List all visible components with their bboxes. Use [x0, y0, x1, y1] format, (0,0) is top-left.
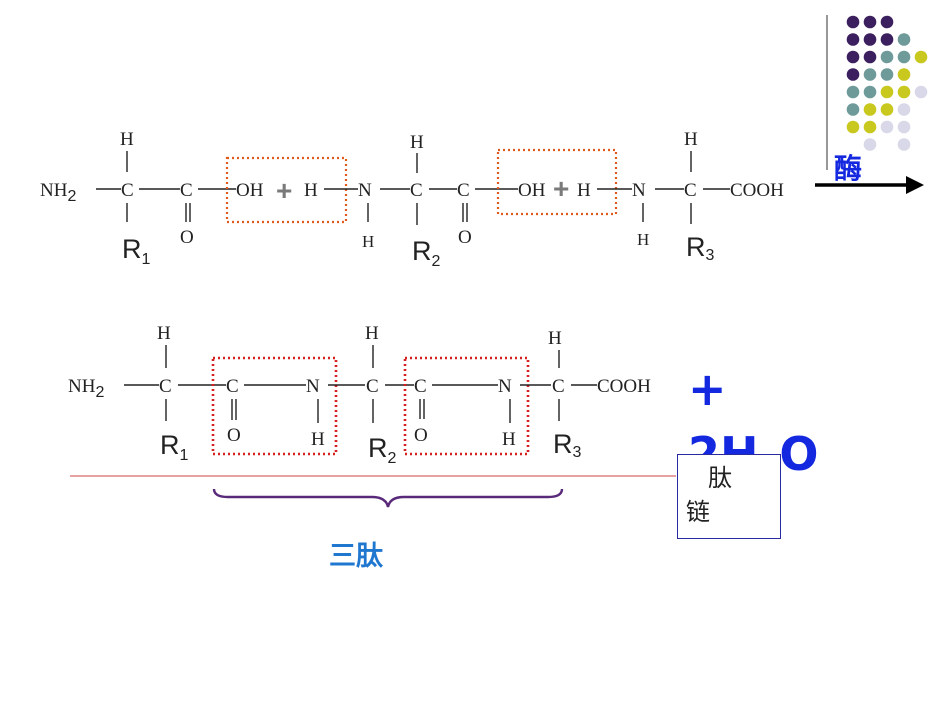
- peptide-bond-box-2: [403, 356, 530, 456]
- decorative-dot-grid: [846, 15, 928, 151]
- decorative-dot: [846, 120, 860, 134]
- decorative-dot: [846, 103, 860, 116]
- aa1-carbonyl-c: C: [180, 180, 193, 201]
- peptide1-h: H: [311, 429, 325, 450]
- water-removal-box-2: [496, 148, 618, 216]
- peptide1-n: N: [306, 376, 320, 397]
- peptide1-o: O: [227, 425, 241, 446]
- product-h3: H: [548, 328, 562, 349]
- aa2-h-left: H: [304, 180, 318, 201]
- water-plus: +: [688, 362, 727, 416]
- decorative-dot: [846, 15, 860, 29]
- decorative-dot: [846, 50, 860, 64]
- aa1-oh: OH: [236, 180, 264, 201]
- aa2-alpha-c: C: [410, 180, 423, 201]
- product-h2: H: [365, 323, 379, 344]
- callout-line-2: 链: [686, 498, 710, 526]
- plus-sign-1: +: [276, 175, 292, 206]
- aa3-cooh: COOH: [730, 180, 784, 201]
- decorative-dot: [863, 138, 877, 151]
- decorative-dot: [897, 85, 911, 99]
- decorative-dot: [846, 33, 860, 46]
- decorative-dot: [897, 120, 911, 134]
- top-reaction: NH2 C H R1 C O OH + H N H C H R2 C O OH: [40, 129, 924, 270]
- peptide2-c: C: [414, 376, 427, 397]
- product-c3: C: [552, 376, 565, 397]
- product-r2: R2: [368, 433, 397, 467]
- decorative-dot: [863, 103, 877, 116]
- product-cooh: COOH: [597, 376, 651, 397]
- decorative-dot: [880, 50, 894, 64]
- aa2-carbonyl-c: C: [457, 180, 470, 201]
- peptide1-c: C: [226, 376, 239, 397]
- aa2-r2: R2: [412, 236, 441, 270]
- product-nh2: NH2: [68, 376, 104, 401]
- reaction-arrow-head: [906, 176, 924, 194]
- enzyme-label: 酶: [834, 152, 862, 185]
- decorative-dot: [880, 33, 894, 46]
- decorative-dot: [880, 103, 894, 116]
- tripeptide-brace: [212, 488, 564, 508]
- decorative-dot: [914, 85, 928, 99]
- decorative-dot: [863, 50, 877, 64]
- aa3-n-h: H: [637, 230, 649, 249]
- aa1-h: H: [120, 129, 134, 150]
- aa1-alpha-c: C: [121, 180, 134, 201]
- peptide-bond-box-1: [211, 356, 338, 456]
- decorative-dot: [880, 85, 894, 99]
- aa3-r3: R3: [686, 232, 715, 264]
- product-r3: R3: [553, 429, 582, 461]
- aa3-h-left: H: [577, 180, 591, 201]
- plus-sign-2: +: [553, 173, 569, 204]
- aa2-n-h: H: [362, 232, 374, 251]
- decorative-dot: [863, 85, 877, 99]
- decorative-dot: [897, 50, 911, 64]
- decorative-dot: [897, 33, 911, 46]
- decorative-dot: [897, 68, 911, 81]
- decorative-dot: [914, 50, 928, 64]
- peptide2-o: O: [414, 425, 428, 446]
- decorative-dot: [880, 68, 894, 81]
- aa3-h-top: H: [684, 129, 698, 150]
- aa2-oh: OH: [518, 180, 546, 201]
- product-c1: C: [159, 376, 172, 397]
- aa3-alpha-c: C: [684, 180, 697, 201]
- callout-line-1: 肽: [708, 464, 732, 492]
- aa2-o: O: [458, 227, 472, 248]
- aa2-h-top: H: [410, 132, 424, 153]
- aa1-o: O: [180, 227, 194, 248]
- aa2-n: N: [358, 180, 372, 201]
- aa3-n: N: [632, 180, 646, 201]
- decorative-dot: [863, 120, 877, 134]
- water-removal-box-1: [225, 156, 348, 224]
- aa1-r1: R1: [122, 234, 151, 268]
- product-c2: C: [366, 376, 379, 397]
- aa1-nh2: NH2: [40, 180, 76, 205]
- decorative-dot: [880, 15, 894, 29]
- decorative-dot: [863, 15, 877, 29]
- decorative-dot: [897, 103, 911, 116]
- product-r1: R1: [160, 430, 189, 464]
- decorative-dot: [863, 68, 877, 81]
- decorative-dot: [863, 33, 877, 46]
- peptide2-n: N: [498, 376, 512, 397]
- peptide2-h: H: [502, 429, 516, 450]
- tripeptide-label: 三肽: [329, 541, 384, 572]
- peptide-chain-callout: 肽 链: [677, 454, 781, 539]
- product-h1: H: [157, 323, 171, 344]
- decorative-dot: [880, 120, 894, 134]
- decorative-dot: [846, 85, 860, 99]
- decorative-dot: [846, 68, 860, 81]
- decorative-dot: [897, 138, 911, 151]
